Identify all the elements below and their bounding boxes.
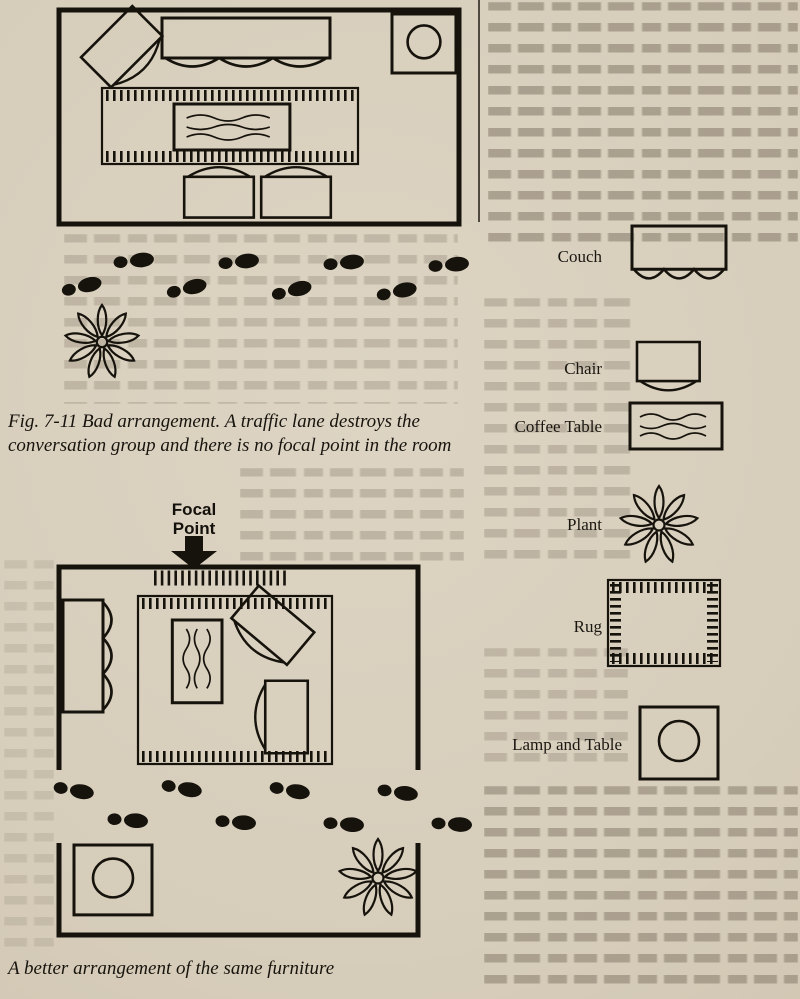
- chair-symbol: [79, 4, 172, 97]
- footprint-icon: [160, 777, 203, 800]
- room-bad-arrangement: [56, 4, 462, 227]
- figure-caption-better-arrangement: A better arrangement of the same furnitu…: [8, 958, 335, 979]
- plant-symbol: [337, 837, 419, 918]
- column-rule: [478, 0, 480, 222]
- legend-label-chair: Chair: [564, 359, 602, 378]
- chair-symbol: [259, 165, 333, 220]
- legend-label-plant: Plant: [567, 515, 602, 534]
- footprint-icon: [375, 280, 419, 303]
- footprint-icon: [217, 252, 260, 272]
- footprint-icon: [165, 276, 209, 301]
- legend-label-lamp-and-table: Lamp and Table: [512, 735, 622, 754]
- rug-symbol: [606, 578, 722, 668]
- rug-symbol: [136, 594, 334, 766]
- legend-symbols: [606, 224, 728, 781]
- room-walls: [56, 564, 421, 938]
- couch-symbol: [61, 598, 114, 714]
- couch-symbol: [162, 18, 330, 67]
- focal-point-line2: Point: [172, 518, 216, 538]
- room-better-arrangement: [56, 564, 421, 938]
- coffee-table-symbol: [170, 618, 224, 705]
- coffee-table-symbol: [628, 401, 724, 451]
- lamp-table-symbol: [72, 843, 154, 917]
- legend-label-rug: Rug: [573, 617, 602, 636]
- focal-point-arrow-icon: [171, 536, 217, 569]
- traffic-lane-footprints: [60, 251, 470, 303]
- footprint-icon: [215, 813, 257, 831]
- footprint-icon: [270, 278, 314, 303]
- lamp-table-symbol: [390, 12, 458, 75]
- chair-symbol: [182, 165, 256, 220]
- chair-symbol: [635, 340, 702, 392]
- focal-point-label: Focal Point: [146, 500, 242, 538]
- plant-symbol: [618, 484, 700, 565]
- legend-label-coffee-table: Coffee Table: [514, 417, 602, 436]
- coffee-table-symbol: [172, 102, 292, 152]
- footprint-icon: [322, 253, 365, 273]
- footprint-icon: [431, 815, 473, 833]
- legend-label-couch: Couch: [557, 247, 602, 266]
- footprint-icon: [376, 782, 419, 803]
- traffic-lane-footprints: [52, 777, 473, 833]
- footprint-icon: [107, 811, 149, 829]
- footprint-icon: [268, 779, 311, 802]
- room-walls: [56, 7, 462, 227]
- footprint-icon: [112, 251, 155, 271]
- footprint-icon: [52, 779, 95, 802]
- focal-point-line1: Focal: [171, 500, 217, 519]
- figure-caption-bad-arrangement: Fig. 7-11 Bad arrangement. A traffic lan…: [8, 411, 452, 457]
- chair-symbol: [253, 679, 310, 755]
- footprint-icon: [323, 815, 365, 833]
- footprint-icon: [60, 274, 104, 299]
- plant-symbol: [63, 303, 141, 380]
- lamp-table-symbol: [638, 705, 720, 781]
- couch-symbol: [630, 224, 728, 281]
- rug-symbol: [100, 86, 360, 166]
